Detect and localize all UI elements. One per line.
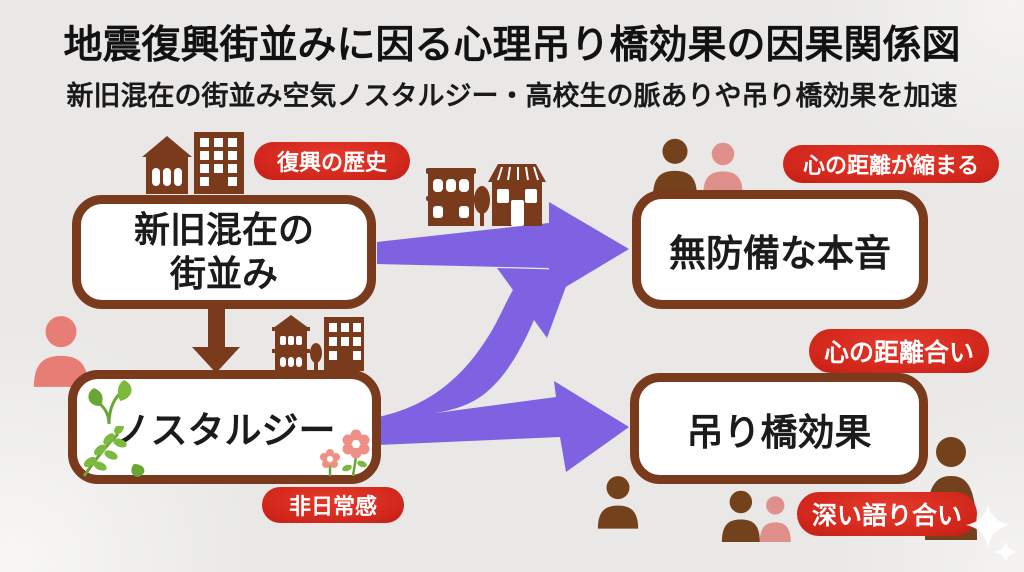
node-machinami: 新旧混在の 街並み	[72, 195, 376, 309]
people-pair-icon	[721, 490, 791, 542]
node-honne-label: 無防備な本音	[669, 232, 891, 274]
buildings-icon	[142, 132, 244, 194]
badge-fukkou-no-rekishi: 復興の歴史	[254, 142, 410, 180]
branch-icon	[82, 426, 145, 477]
badge-fukai-katariai: 深い語り合い	[797, 492, 977, 536]
node-machinami-label: 新旧混在の 街並み	[133, 209, 314, 294]
page-subtitle: 新旧混在の街並み空気ノスタルジー・高校生の脈ありや吊り橋効果を加速	[66, 81, 958, 111]
page-title: 地震復興街並みに因る心理吊り橋効果の因果関係図	[63, 24, 961, 67]
badge-kokoro-no-kyori-ai: 心の距離合い	[809, 329, 989, 373]
node-honne: 無防備な本音	[632, 190, 928, 309]
badge-hinichijoukan: 非日常感	[262, 487, 404, 523]
node-nostalgia-label: ノスタルジー	[113, 410, 336, 451]
sprout-icon	[88, 380, 132, 424]
sparkle-icon	[966, 504, 1017, 562]
badge-kokoro-no-kyori-chijimaru: 心の距離が縮まる	[783, 145, 999, 183]
flowers-icon	[320, 429, 370, 476]
down-arrow-icon	[192, 303, 240, 373]
shops-icon	[426, 164, 546, 226]
person-icon	[597, 476, 639, 529]
node-tsuribashi: 吊り橋効果	[630, 373, 928, 484]
node-tsuribashi-label: 吊り橋効果	[686, 411, 872, 453]
person-icon	[703, 142, 743, 194]
person-icon	[653, 138, 697, 196]
townhouse-icon	[272, 315, 364, 371]
